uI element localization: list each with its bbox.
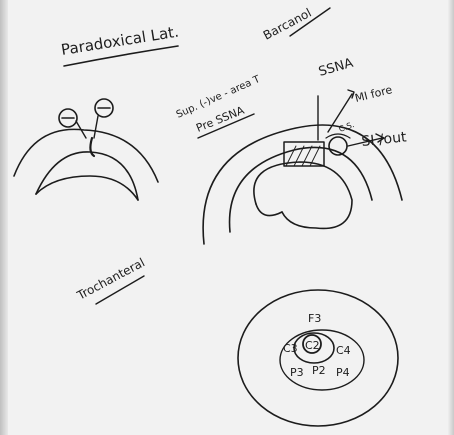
p3-label: P3 <box>290 366 304 379</box>
fz-label: F3 <box>308 312 321 325</box>
head-diagram <box>238 290 398 426</box>
c4-label: C4 <box>336 344 351 357</box>
cz-label: C2 <box>305 339 320 352</box>
pz-label: P2 <box>312 364 326 377</box>
left-diagram <box>14 99 158 200</box>
head-outline <box>238 290 398 426</box>
inner-arc <box>254 162 352 228</box>
c3-label: C3 <box>283 342 298 355</box>
ssna-text: SSNA <box>317 56 355 80</box>
parietal-ring <box>280 330 364 390</box>
mi-fore-text: MI fore <box>354 83 394 105</box>
p4-label: P4 <box>336 366 350 379</box>
title-text: Paradoxical Lat. <box>60 23 180 59</box>
middle-arc <box>230 147 372 232</box>
